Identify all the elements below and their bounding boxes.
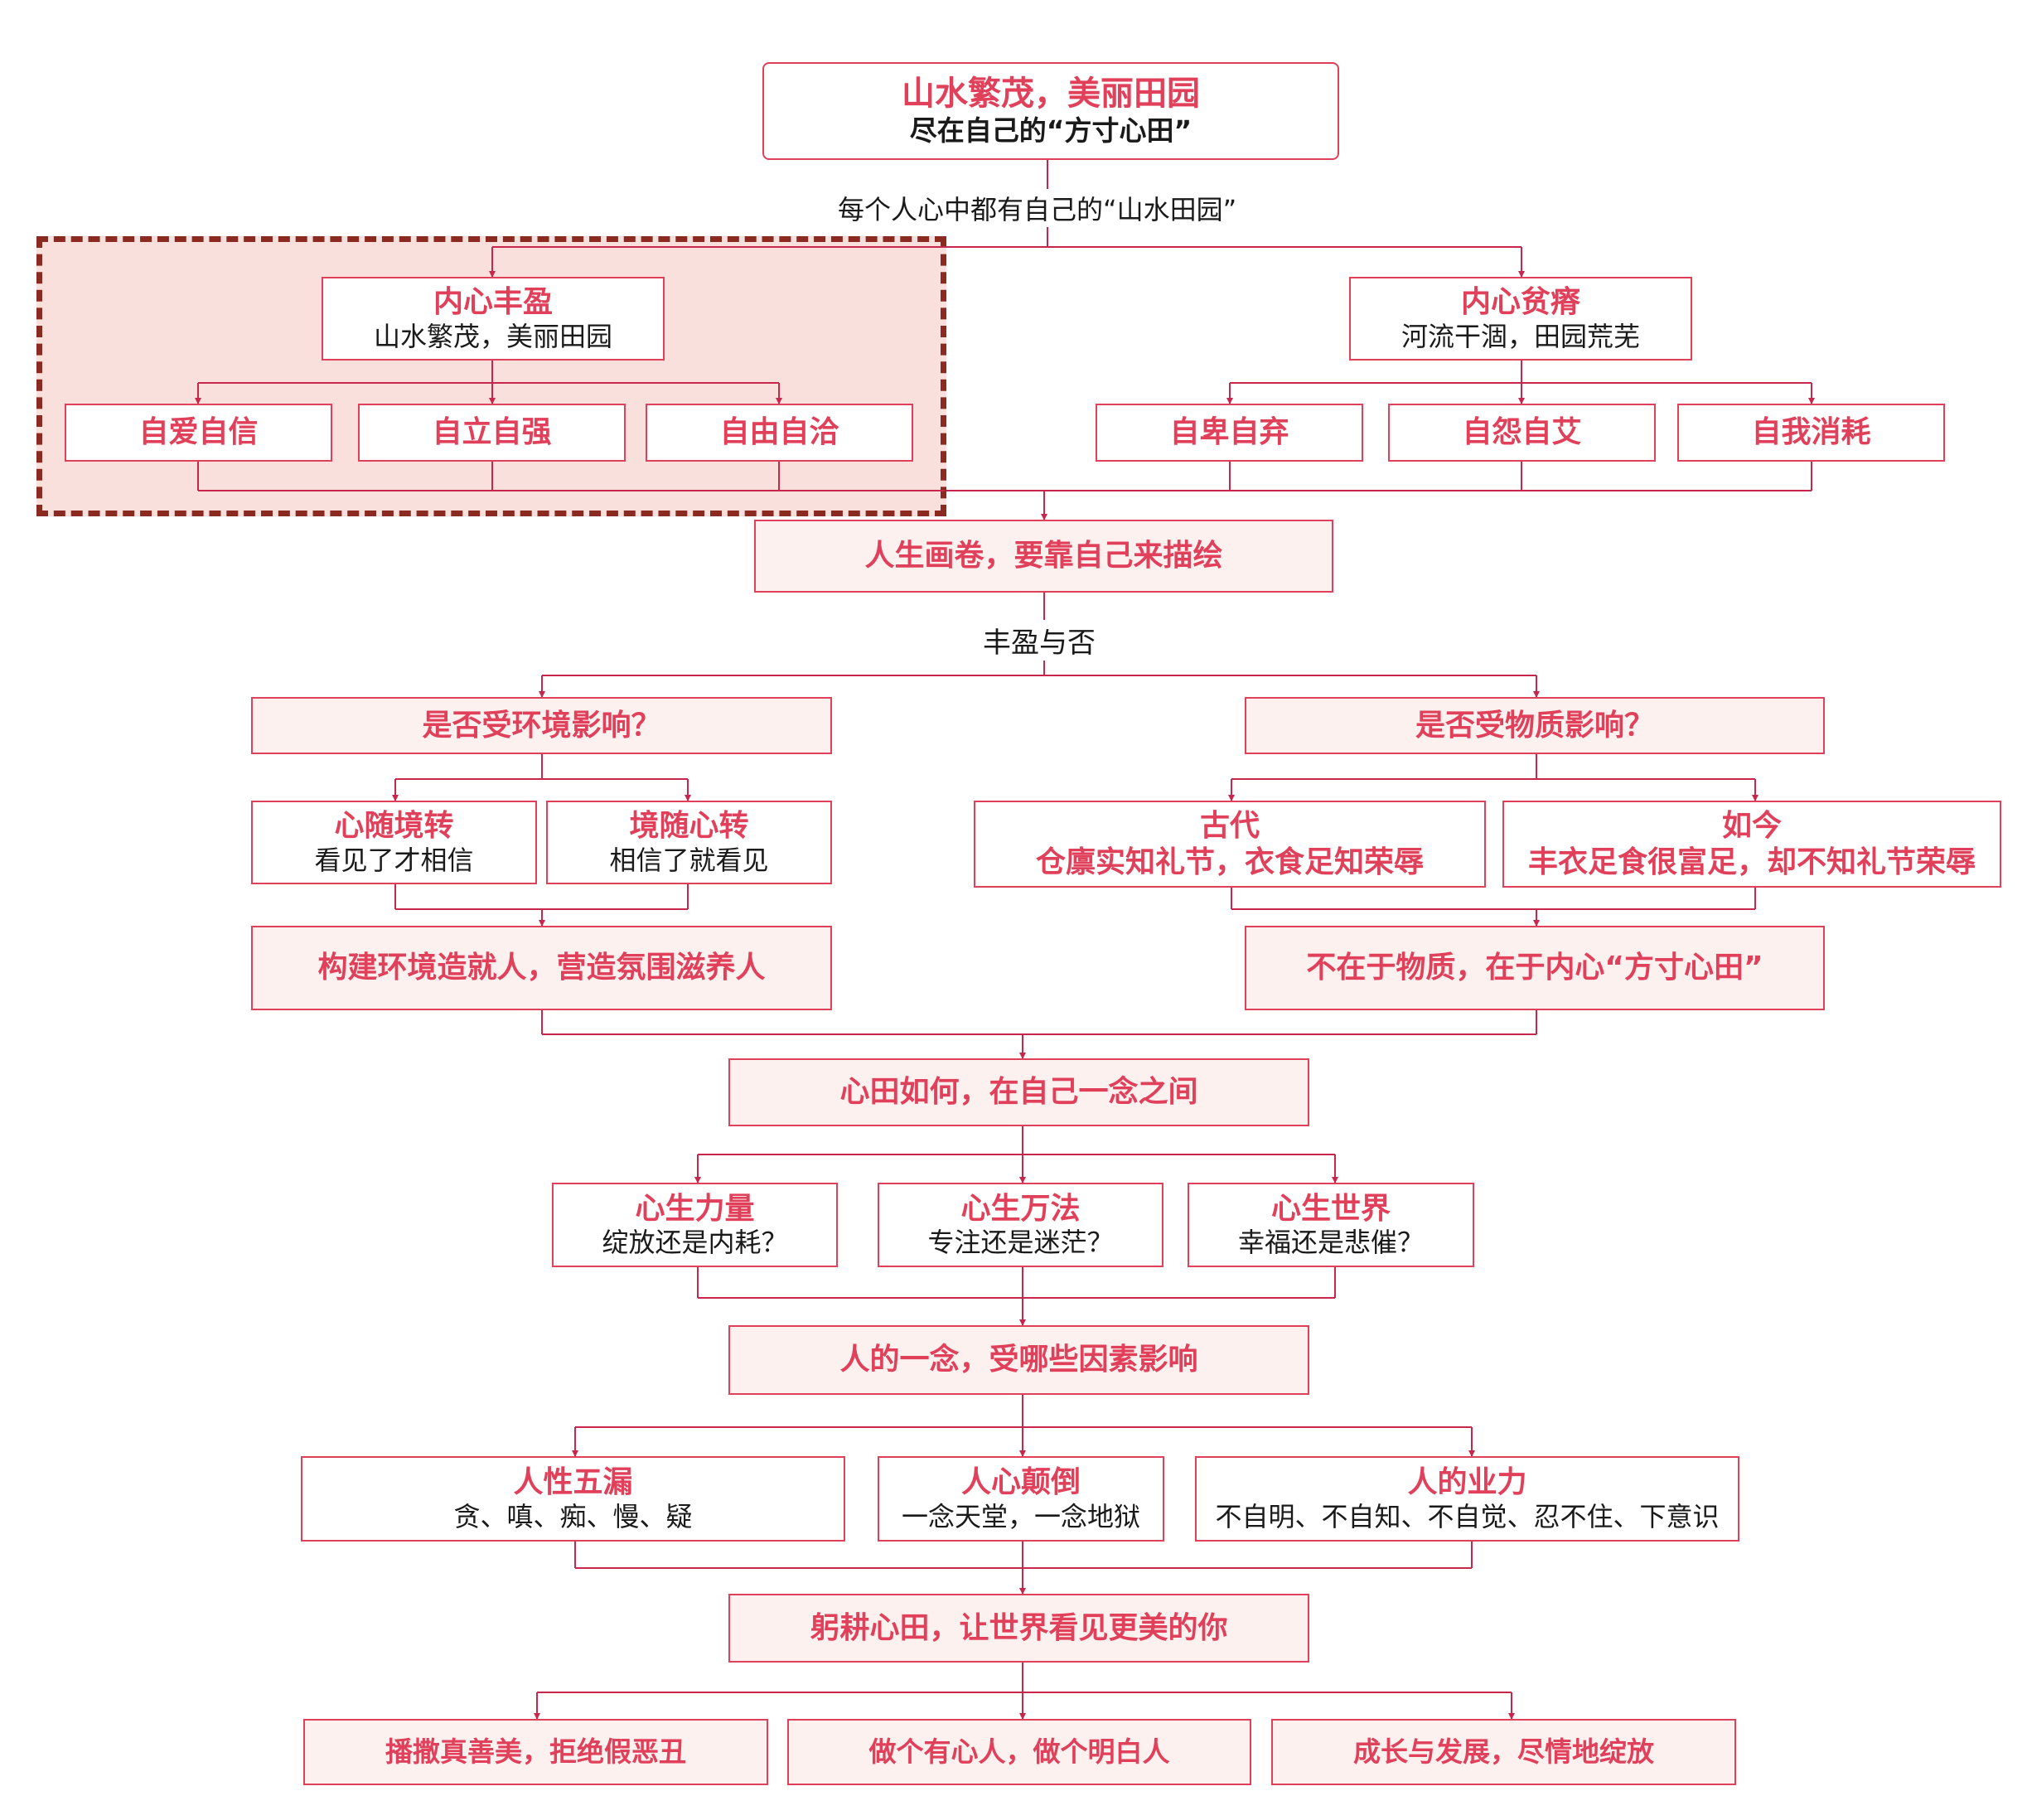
material-left-subtitle: 仓廪实知礼节，衣食足知荣辱 [1035,845,1424,879]
poor-item-0: 自卑自弃 [1096,404,1363,462]
final-item-label: 做个有心人，做个明白人 [868,1735,1170,1768]
root-title: 山水繁茂，美丽田园 [902,75,1200,114]
poor-subtitle: 河流干涸，田园荒芜 [1401,320,1640,352]
poor-node: 内心贫瘠 河流干涸，田园荒芜 [1349,277,1692,361]
rich-item-0: 自爱自信 [65,404,332,462]
heart-item-subtitle: 绽放还是内耗？ [602,1227,788,1259]
material-right-subtitle: 丰衣足食很富足，却不知礼节荣辱 [1527,845,1976,879]
poor-item-2: 自我消耗 [1677,404,1945,462]
heart-node: 心田如何，在自己一念之间 [728,1058,1309,1126]
rich-node: 内心丰盈 山水繁茂，美丽田园 [322,277,665,361]
heart-item-subtitle: 专注还是迷茫？ [927,1227,1114,1259]
env-left-title: 心随境转 [334,809,454,844]
final-item-label: 播撒真善美，拒绝假恶丑 [385,1735,686,1768]
heart-item-title: 心生力量 [635,1191,755,1226]
poor-item-1: 自怨自艾 [1388,404,1656,462]
life-node: 人生画卷，要靠自己来描绘 [754,520,1333,593]
rich-item-label: 自由自洽 [719,415,839,450]
env-left: 心随境转 看见了才相信 [251,801,537,884]
heart-title: 心田如何，在自己一念之间 [839,1075,1198,1110]
material-result: 不在于物质，在于内心“方寸心田” [1245,926,1825,1010]
material-result-label: 不在于物质，在于内心“方寸心田” [1306,951,1763,985]
factor-item-1: 人心颠倒 一念天堂，一念地狱 [878,1456,1164,1542]
life-caption: 丰盈与否 [975,620,1104,661]
rich-item-1: 自立自强 [358,404,626,462]
poor-item-label: 自怨自艾 [1462,415,1582,450]
material-left: 古代 仓廪实知礼节，衣食足知荣辱 [974,801,1486,888]
poor-title: 内心贫瘠 [1460,285,1580,320]
heart-item-subtitle: 幸福还是悲催？ [1237,1227,1424,1259]
heart-item-0: 心生力量 绽放还是内耗？ [552,1183,838,1267]
factor-item-title: 人性五漏 [513,1465,633,1500]
factor-item-subtitle: 不自明、不自知、不自觉、忍不住、下意识 [1215,1500,1720,1532]
factor-item-subtitle: 一念天堂，一念地狱 [901,1500,1140,1532]
env-result-label: 构建环境造就人，营造氛围滋养人 [317,951,766,985]
rich-item-2: 自由自洽 [646,404,913,462]
material-left-title: 古代 [1199,808,1260,843]
material-question-label: 是否受物质影响？ [1415,708,1654,743]
poor-item-label: 自我消耗 [1751,415,1871,450]
env-question: 是否受环境影响？ [251,697,832,754]
root-subtitle: 尽在自己的“方寸心田” [909,114,1192,148]
heart-item-1: 心生万法 专注还是迷茫？ [878,1183,1163,1267]
env-left-subtitle: 看见了才相信 [314,844,474,876]
cultivate-title: 躬耕心田，让世界看见更美的你 [810,1610,1228,1645]
root-node: 山水繁茂，美丽田园 尽在自己的“方寸心田” [762,62,1339,160]
factor-title: 人的一念，受哪些因素影响 [839,1343,1198,1377]
final-item-1: 做个有心人，做个明白人 [787,1719,1251,1785]
env-question-label: 是否受环境影响？ [422,708,661,743]
heart-item-title: 心生万法 [960,1191,1081,1226]
material-right-title: 如今 [1721,808,1782,843]
factor-item-2: 人的业力 不自明、不自知、不自觉、忍不住、下意识 [1195,1456,1739,1542]
factor-item-0: 人性五漏 贪、嗔、痴、慢、疑 [301,1456,845,1542]
rich-title: 内心丰盈 [433,285,553,320]
final-item-label: 成长与发展，尽情地绽放 [1353,1735,1654,1768]
env-result: 构建环境造就人，营造氛围滋养人 [251,926,832,1010]
factor-node: 人的一念，受哪些因素影响 [728,1325,1309,1395]
env-right-title: 境随心转 [629,809,749,844]
root-caption: 每个人心中都有自己的“山水田园” [830,189,1246,227]
rich-item-label: 自爱自信 [138,415,259,450]
poor-item-label: 自卑自弃 [1169,415,1289,450]
env-right: 境随心转 相信了就看见 [546,801,832,884]
heart-item-title: 心生世界 [1270,1191,1391,1226]
factor-item-title: 人心颠倒 [960,1465,1081,1500]
rich-subtitle: 山水繁茂，美丽田园 [373,320,612,352]
rich-item-label: 自立自强 [432,415,552,450]
life-title: 人生画卷，要靠自己来描绘 [864,539,1223,574]
final-item-2: 成长与发展，尽情地绽放 [1271,1719,1736,1785]
factor-item-subtitle: 贪、嗔、痴、慢、疑 [453,1500,693,1532]
material-question: 是否受物质影响？ [1245,697,1825,754]
env-right-subtitle: 相信了就看见 [609,844,769,876]
cultivate-node: 躬耕心田，让世界看见更美的你 [728,1594,1309,1663]
final-item-0: 播撒真善美，拒绝假恶丑 [303,1719,768,1785]
heart-item-2: 心生世界 幸福还是悲催？ [1188,1183,1474,1267]
material-right: 如今 丰衣足食很富足，却不知礼节荣辱 [1502,801,2001,888]
factor-item-title: 人的业力 [1407,1465,1527,1500]
